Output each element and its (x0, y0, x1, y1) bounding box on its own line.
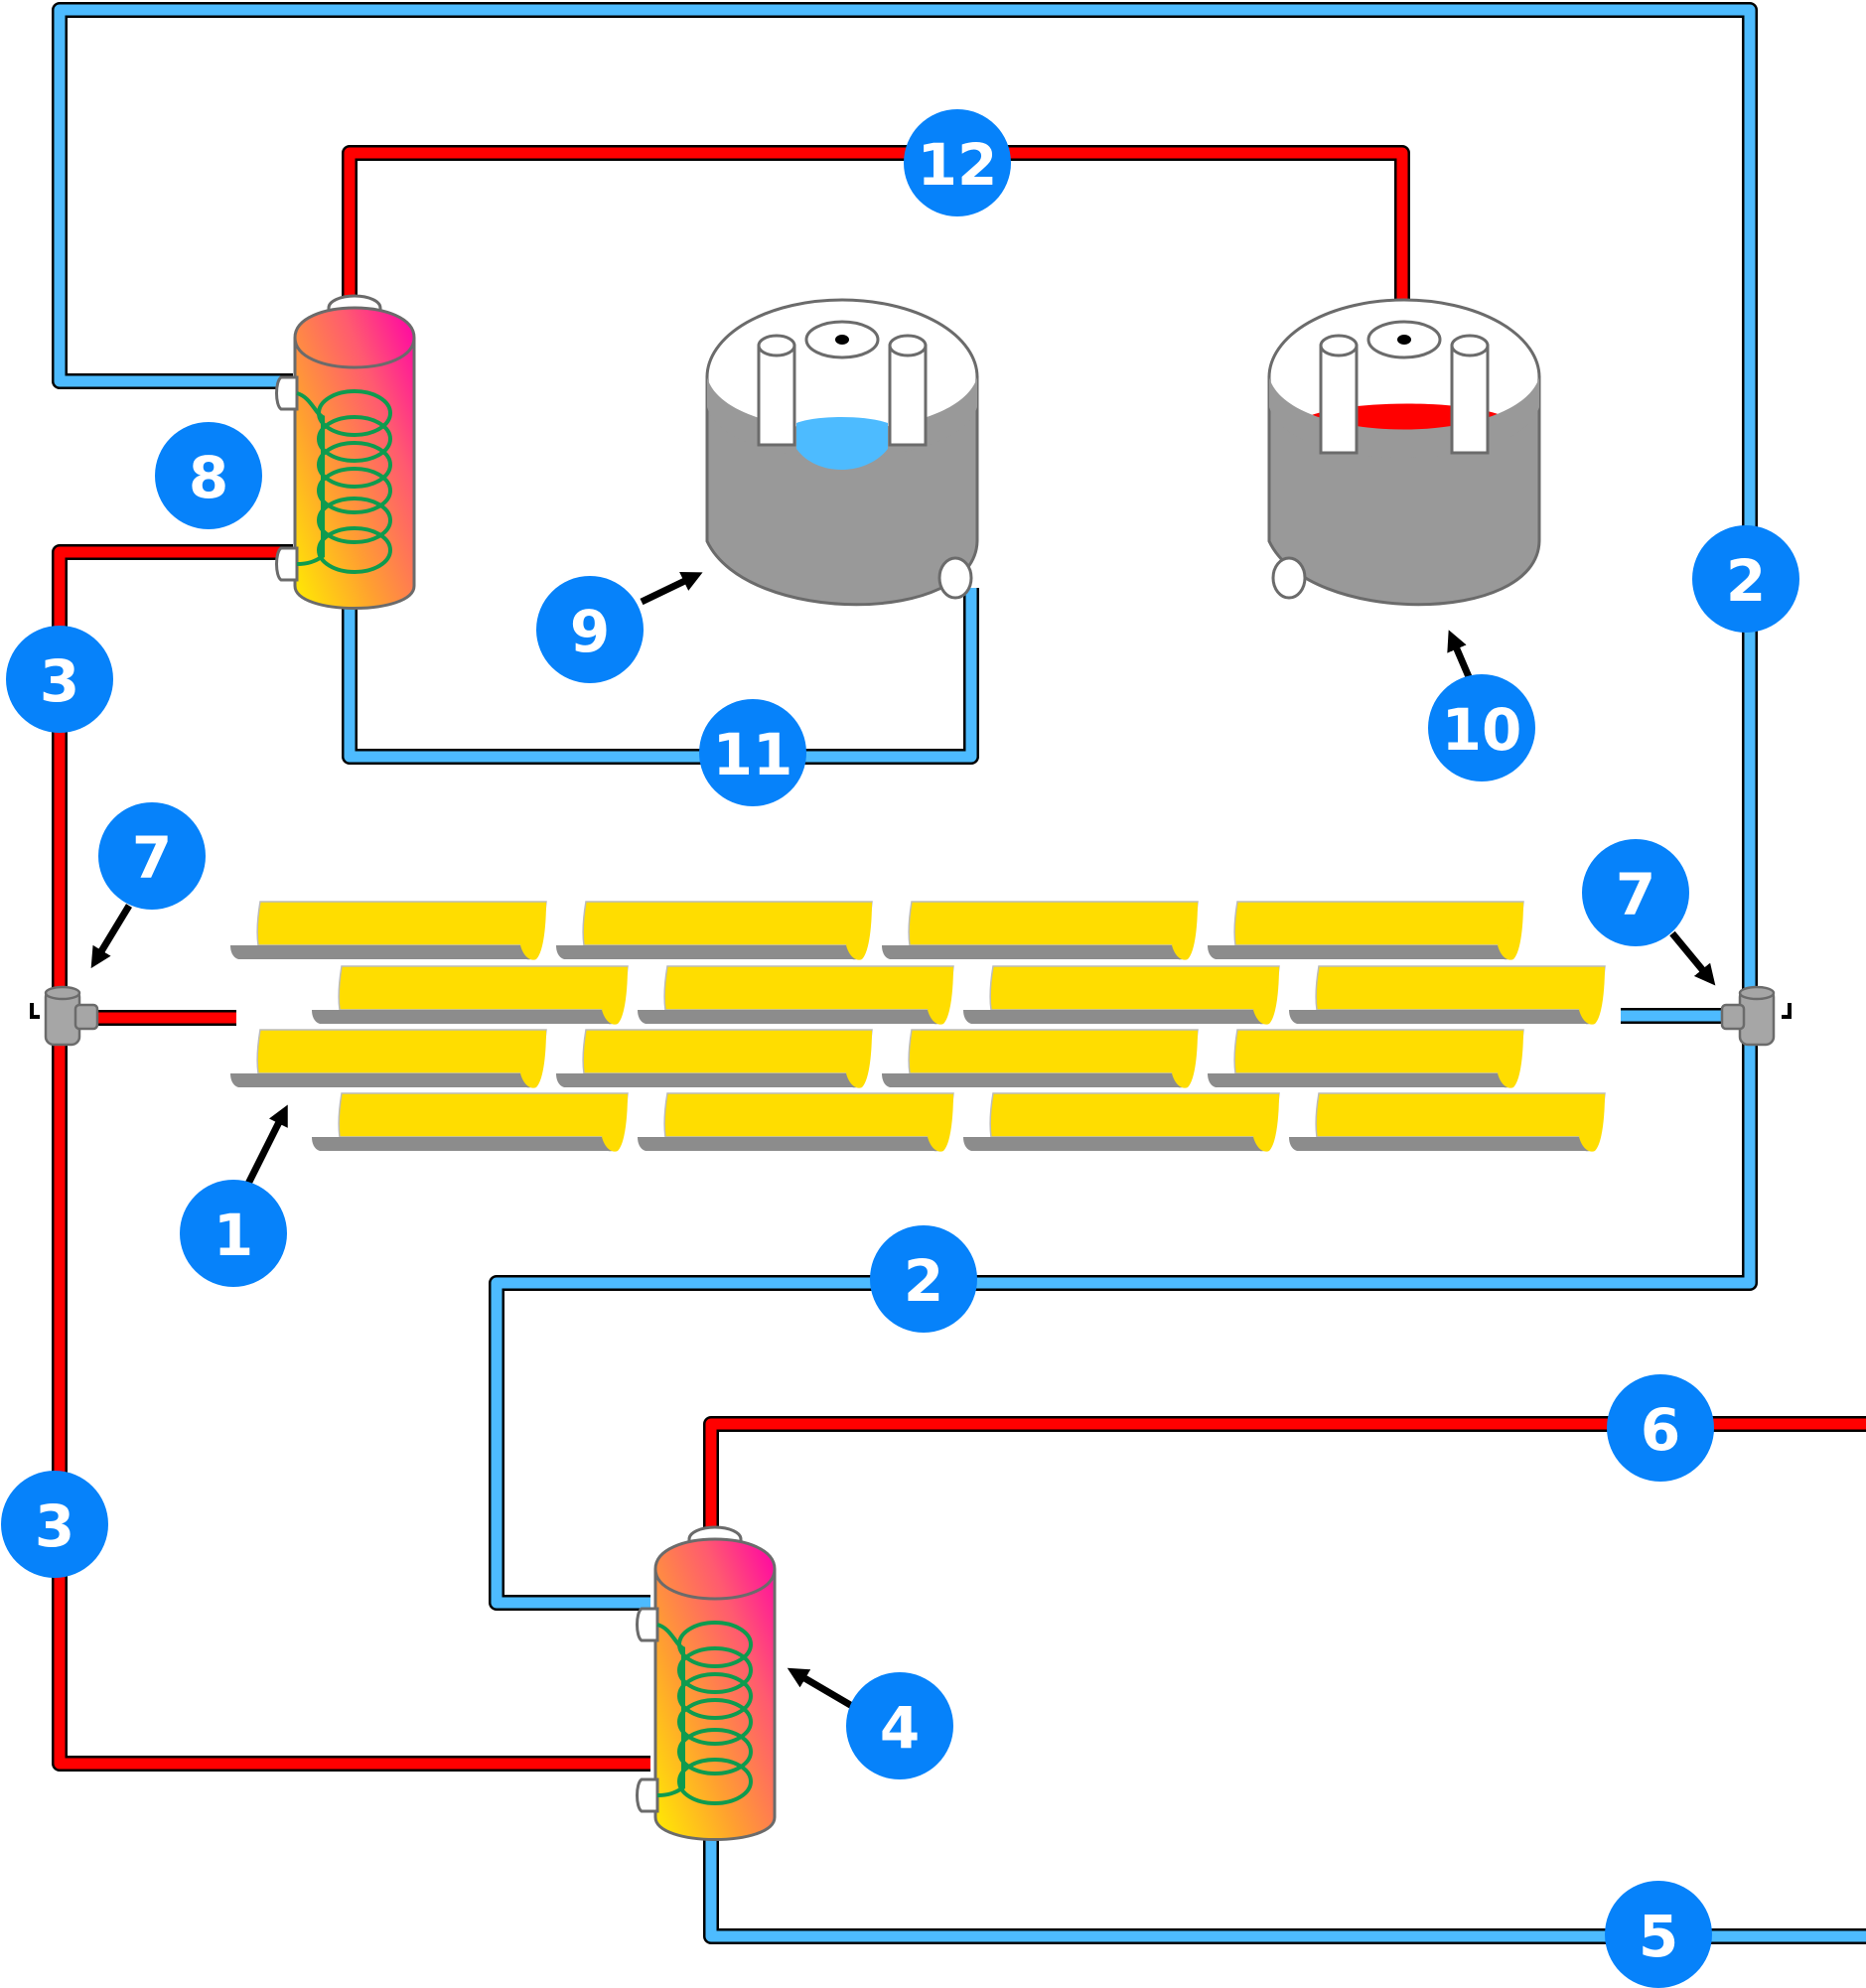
svg-text:6: 6 (1641, 1396, 1680, 1464)
parabolic-trough-collector (962, 1092, 1280, 1153)
parabolic-trough-collector (1207, 901, 1524, 961)
hot-salt-tank (1267, 298, 1541, 607)
storage-heat-exchanger (274, 294, 416, 611)
svg-text:3: 3 (40, 647, 79, 715)
badge-10: 10 (1428, 674, 1535, 781)
badge-8: 8 (155, 422, 262, 529)
badge-6: 6 (1607, 1374, 1714, 1482)
pointer-arrows (90, 572, 1716, 1710)
badge-1: 1 (180, 1180, 287, 1287)
parabolic-trough-collector (881, 1029, 1199, 1089)
parabolic-trough-collector (637, 965, 954, 1026)
cold-salt-tank (705, 298, 979, 607)
parabolic-trough-collector (1288, 1092, 1606, 1153)
parabolic-trough-collector (962, 965, 1280, 1026)
badge-2-right: 2 (1692, 525, 1799, 633)
badge-7-right: 7 (1582, 839, 1689, 946)
svg-text:3: 3 (35, 1492, 74, 1560)
parabolic-trough-collector (229, 901, 547, 961)
badge-11: 11 (699, 699, 806, 806)
parabolic-trough-collector (1207, 1029, 1524, 1089)
solar-collector-field (229, 901, 1606, 1153)
arrow-7-right (1669, 930, 1716, 986)
arrow-7-left (90, 904, 132, 969)
svg-text:4: 4 (880, 1694, 920, 1762)
svg-text:9: 9 (570, 598, 610, 665)
valve-right[interactable] (1720, 985, 1792, 1047)
cold-pipe-11 (342, 588, 979, 765)
badge-12: 12 (904, 109, 1011, 216)
hot-pipes (52, 145, 1866, 1772)
arrow-1 (244, 1104, 288, 1186)
badges: 1 2 2 3 3 4 5 6 7 7 8 9 10 11 12 (1, 109, 1799, 1988)
badge-2-bottom: 2 (870, 1225, 977, 1333)
steam-generator-heat-exchanger (635, 1525, 777, 1842)
badge-9: 9 (536, 576, 644, 683)
parabolic-trough-collector (555, 1029, 873, 1089)
svg-text:12: 12 (918, 131, 998, 199)
cold-pipe-top-loop (52, 2, 1758, 1611)
svg-text:1: 1 (214, 1202, 253, 1269)
svg-text:2: 2 (1726, 547, 1766, 615)
svg-text:8: 8 (189, 444, 228, 511)
parabolic-trough-collector (555, 901, 873, 961)
svg-text:5: 5 (1639, 1903, 1678, 1970)
cold-pipes (52, 2, 1866, 1944)
badge-4: 4 (846, 1672, 953, 1779)
parabolic-trough-collector (311, 1092, 629, 1153)
badge-3-lower: 3 (1, 1471, 108, 1578)
badge-3-upper: 3 (6, 626, 113, 733)
arrow-4 (787, 1667, 854, 1710)
parabolic-trough-collector (229, 1029, 547, 1089)
parabolic-trough-collector (311, 965, 629, 1026)
parabolic-trough-collector (881, 901, 1199, 961)
badge-7-left: 7 (98, 802, 206, 910)
parabolic-trough-collector (1288, 965, 1606, 1026)
svg-text:10: 10 (1442, 696, 1522, 764)
badge-5: 5 (1605, 1881, 1712, 1988)
svg-text:11: 11 (713, 721, 793, 788)
cold-salt-level (796, 417, 888, 470)
parabolic-trough-collector (637, 1092, 954, 1153)
svg-text:7: 7 (132, 824, 172, 892)
svg-text:2: 2 (904, 1247, 943, 1315)
svg-text:7: 7 (1616, 861, 1655, 928)
arrow-10 (1447, 630, 1474, 681)
valve-left[interactable] (30, 985, 99, 1047)
arrow-9 (640, 572, 703, 606)
